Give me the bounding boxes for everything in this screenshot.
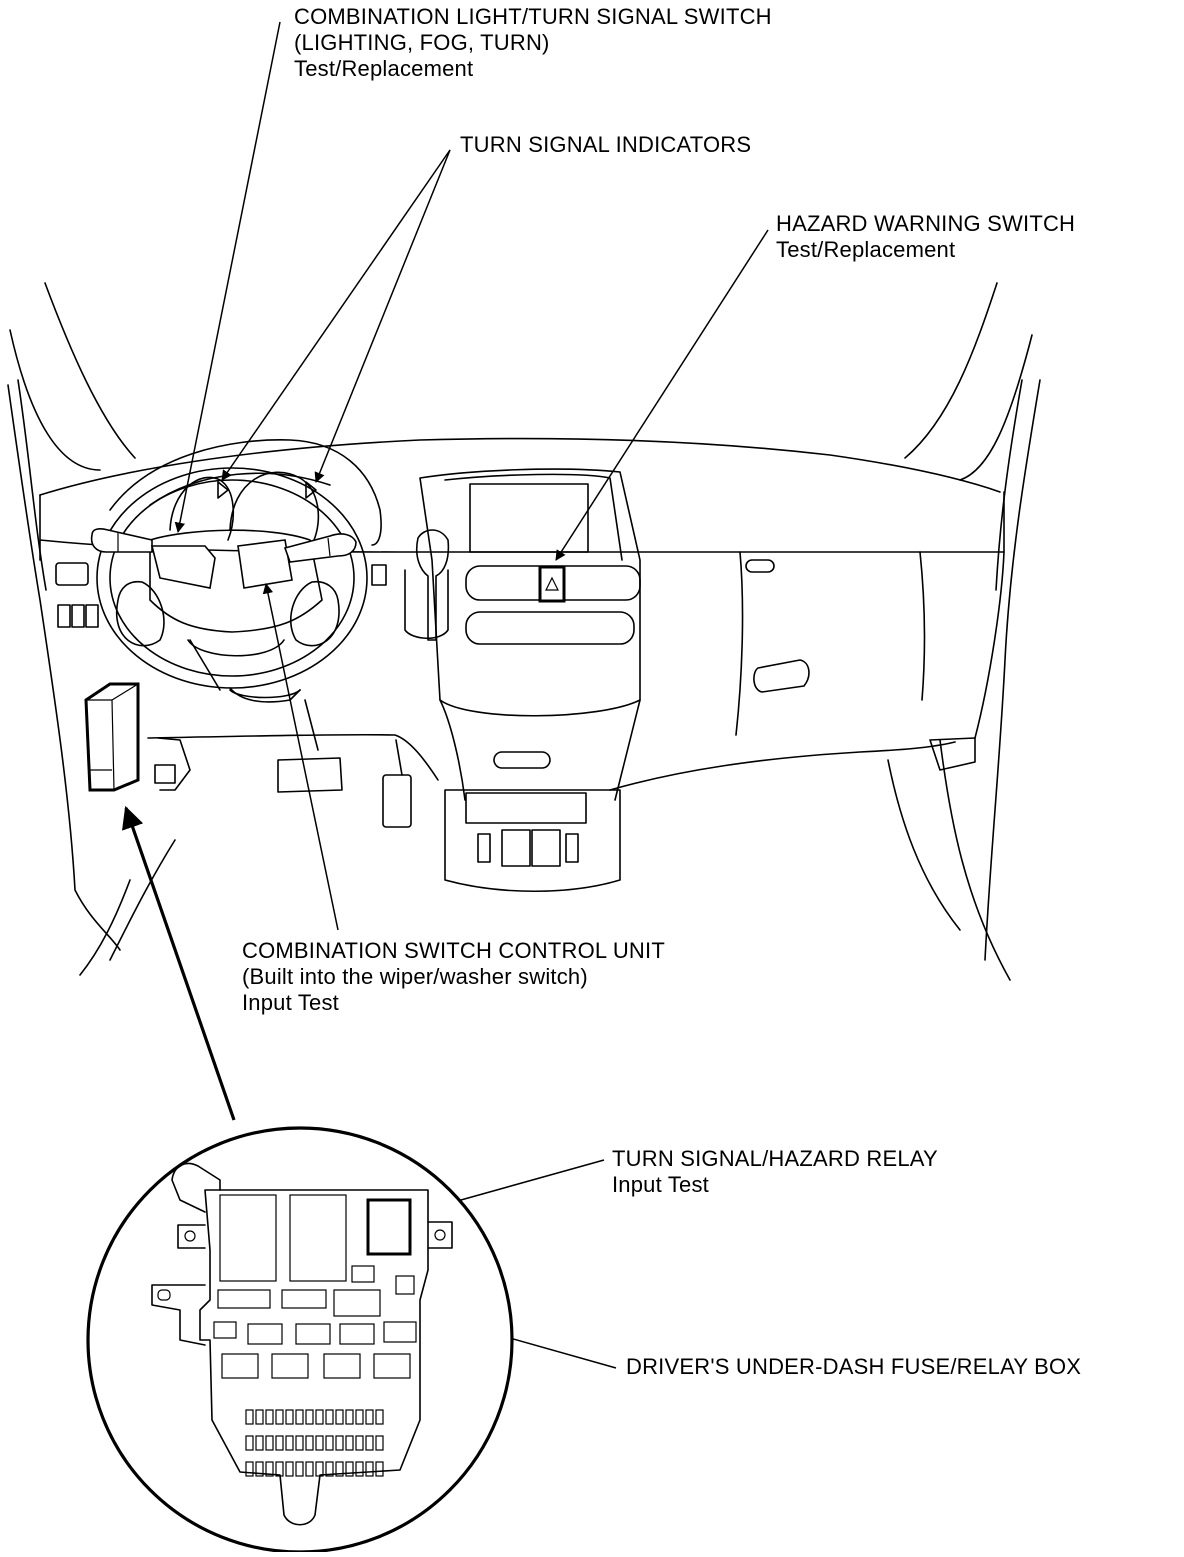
mini-fuse (295, 1461, 304, 1477)
mini-fuse (295, 1435, 304, 1451)
mini-fuse (265, 1409, 274, 1425)
left-panel-drawing (55, 562, 412, 828)
mini-fuse (355, 1409, 364, 1425)
mini-fuse (325, 1461, 334, 1477)
hazard-warning-switch-title: HAZARD WARNING SWITCH (776, 211, 1076, 236)
mini-fuse (375, 1435, 384, 1451)
combination-switch-control-unit-title: COMBINATION SWITCH CONTROL UNIT (242, 938, 665, 963)
mini-fuse-grid (245, 1409, 384, 1477)
turn-signal-hazard-relay-title: TURN SIGNAL/HAZARD RELAY (612, 1146, 938, 1171)
mini-fuse (365, 1435, 374, 1451)
mini-fuse (305, 1461, 314, 1477)
mini-fuse (315, 1461, 324, 1477)
leaders (122, 21, 769, 1369)
mini-fuse (345, 1435, 354, 1451)
fuse-relay-box-label: DRIVER'S UNDER-DASH FUSE/RELAY BOX (626, 1354, 1081, 1380)
mini-fuse (255, 1435, 264, 1451)
combination-switch-control-unit-subtitle: (Built into the wiper/washer switch) (242, 964, 588, 989)
mini-fuse (375, 1409, 384, 1425)
mini-fuse (375, 1461, 384, 1477)
mini-fuse (255, 1461, 264, 1477)
mini-fuse (285, 1409, 294, 1425)
mini-fuse (355, 1461, 364, 1477)
combination-light-switch-note: Test/Replacement (294, 56, 474, 81)
mini-fuse (315, 1409, 324, 1425)
mini-fuse (275, 1409, 284, 1425)
hazard-warning-switch-note: Test/Replacement (776, 237, 956, 262)
mini-fuse (265, 1461, 274, 1477)
mini-fuse (245, 1461, 254, 1477)
turn-signal-hazard-relay-note: Input Test (612, 1172, 709, 1197)
fuse-box-inset (86, 1126, 514, 1554)
turn-signal-indicators-label: TURN SIGNAL INDICATORS (460, 132, 751, 158)
combination-light-switch-subtitle: (LIGHTING, FOG, TURN) (294, 30, 550, 55)
mini-fuse (305, 1409, 314, 1425)
combination-light-switch-title: COMBINATION LIGHT/TURN SIGNAL SWITCH (294, 4, 772, 29)
interior-outline (7, 282, 1041, 981)
mini-fuse (365, 1409, 374, 1425)
mini-fuse (245, 1409, 254, 1425)
mini-fuse (245, 1435, 254, 1451)
turn-signal-hazard-relay-label: TURN SIGNAL/HAZARD RELAY Input Test (612, 1146, 938, 1198)
mini-fuse (355, 1435, 364, 1451)
mini-fuse (275, 1435, 284, 1451)
hazard-warning-switch-label: HAZARD WARNING SWITCH Test/Replacement (776, 211, 1075, 263)
hazard-switch-drawing (538, 565, 566, 603)
mini-fuse (325, 1409, 334, 1425)
steering-wheel-drawing (96, 439, 382, 703)
mini-fuse (285, 1435, 294, 1451)
mini-fuse (345, 1409, 354, 1425)
mini-fuse (285, 1461, 294, 1477)
turn-signal-indicators-title: TURN SIGNAL INDICATORS (460, 132, 752, 157)
mini-fuse (335, 1409, 344, 1425)
mini-fuse (365, 1461, 374, 1477)
mini-fuse (335, 1435, 344, 1451)
mini-fuse (325, 1435, 334, 1451)
fuse-relay-box-title: DRIVER'S UNDER-DASH FUSE/RELAY BOX (626, 1354, 1082, 1379)
combination-switch-control-unit-label: COMBINATION SWITCH CONTROL UNIT (Built i… (242, 938, 665, 1016)
mini-fuse (335, 1461, 344, 1477)
mini-fuse (265, 1435, 274, 1451)
combination-switch-control-unit-note: Input Test (242, 990, 339, 1015)
mini-fuse (345, 1461, 354, 1477)
mini-fuse (255, 1409, 264, 1425)
mini-fuse (315, 1435, 324, 1451)
combination-light-switch-label: COMBINATION LIGHT/TURN SIGNAL SWITCH (LI… (294, 4, 772, 82)
stalks-drawing (90, 528, 357, 589)
mini-fuse (295, 1409, 304, 1425)
mini-fuse (305, 1435, 314, 1451)
mini-fuse (275, 1461, 284, 1477)
